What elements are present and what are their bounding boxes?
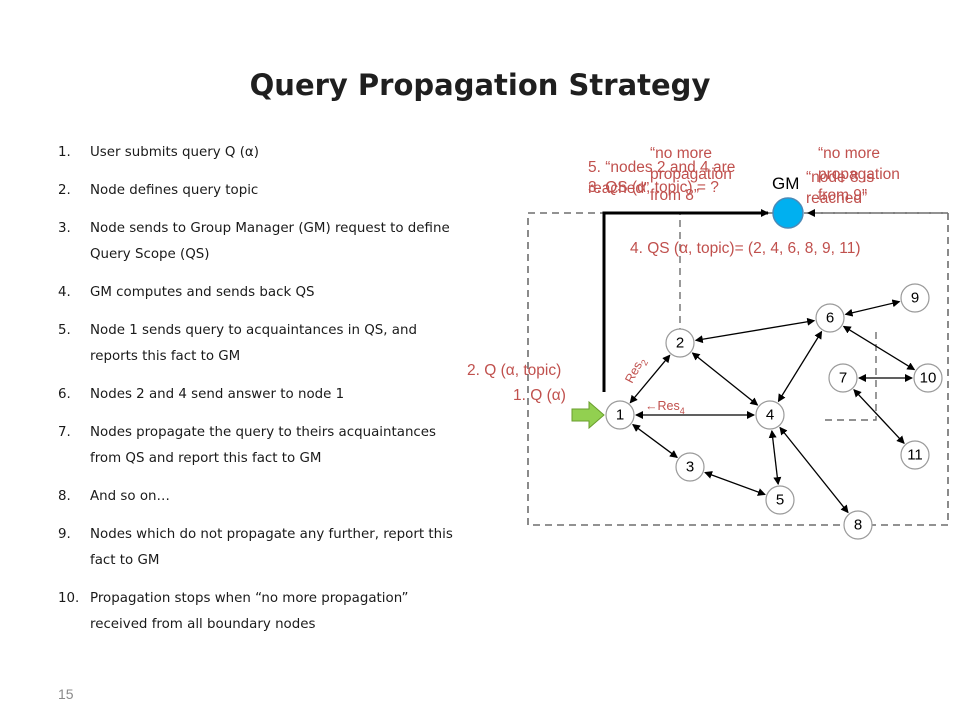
slide-title: Query Propagation Strategy: [249, 68, 711, 102]
step-item: 5. Node 1 sends query to acquaintances in…: [58, 318, 458, 370]
step-number: 3.: [58, 221, 71, 236]
step-number: 5.: [58, 323, 71, 338]
annotation-query: 1. Q (α): [513, 387, 566, 404]
step-text: GM computes and sends back QS: [90, 285, 315, 300]
query-entry-arrow: [571, 400, 605, 430]
node-circle: [765, 485, 795, 515]
step-number: 8.: [58, 489, 71, 504]
edge-6-9: [844, 299, 901, 317]
graph-node-1: 1: [605, 400, 635, 430]
gm-label: GM: [772, 174, 799, 193]
step-text: Node sends to Group Manager (GM) request…: [90, 221, 450, 262]
page-number: 15: [58, 686, 74, 702]
res2-label: Res2: [622, 355, 650, 387]
graph-node-3: 3: [675, 452, 705, 482]
edge-1-2: [629, 354, 671, 404]
query-scope-boundary: [527, 212, 949, 526]
step-item: 7. Nodes propagate the query to theirs ac…: [58, 420, 458, 472]
node-label: 7: [839, 370, 847, 387]
steps-list: 1. User submits query Q (α) 2. Node define…: [58, 140, 458, 650]
node-circle: [675, 452, 705, 482]
annotation-query-topic: 2. Q (α, topic): [467, 362, 561, 379]
step-item: 2. Node defines query topic: [58, 178, 458, 204]
annotation-qs-response: 4. QS (α, topic)= (2, 4, 6, 8, 9, 11): [630, 240, 861, 257]
step-item: 10. Propagation stops when “no more propa…: [58, 586, 458, 638]
node-label: 5: [776, 492, 784, 509]
graph-node-7: 7: [828, 363, 858, 393]
graph-node-5: 5: [765, 485, 795, 515]
nodes-layer: 1 2 3 4 5 6 7 8 9 10 11: [605, 283, 943, 540]
node-circle: [828, 363, 858, 393]
step-item: 1. User submits query Q (α): [58, 140, 458, 166]
node-label: 9: [911, 290, 919, 307]
edge-2-4: [691, 352, 759, 406]
step-text: Node defines query topic: [90, 183, 259, 198]
edge-4-6: [777, 330, 823, 403]
graph-node-11: 11: [900, 440, 930, 470]
graph-node-8: 8: [843, 510, 873, 540]
edge-7-11: [853, 388, 905, 445]
step-item: 9. Nodes which do not propagate any furth…: [58, 522, 458, 574]
step-item: 3. Node sends to Group Manager (GM) reque…: [58, 216, 458, 268]
edge-2-6: [694, 317, 816, 344]
step-text: User submits query Q (α): [90, 145, 259, 160]
graph-node-9: 9: [900, 283, 930, 313]
step-number: 7.: [58, 425, 71, 440]
graph-node-2: 2: [665, 328, 695, 358]
step-number: 2.: [58, 183, 71, 198]
step-number: 6.: [58, 387, 71, 402]
edge-4-8: [779, 426, 849, 514]
node-circle: [900, 283, 930, 313]
step-text: Nodes propagate the query to theirs acqu…: [90, 425, 437, 466]
edge-3-5: [704, 471, 766, 496]
step-item: 8. And so on…: [58, 484, 458, 510]
edges-layer: [629, 299, 916, 514]
node-label: 6: [826, 310, 834, 327]
node-circle: [605, 400, 635, 430]
graph-node-10: 10: [913, 363, 943, 393]
node-label: 4: [766, 407, 774, 424]
node-label: 2: [676, 335, 684, 352]
node-label: 8: [854, 517, 862, 534]
res4-label: ←Res4: [645, 399, 685, 416]
step-text: Node 1 sends query to acquaintances in Q…: [90, 323, 417, 364]
edge-1-3: [632, 423, 678, 459]
step-number: 9.: [58, 527, 71, 542]
step-item: 4. GM computes and sends back QS: [58, 280, 458, 306]
step-text: Nodes 2 and 4 send answer to node 1: [90, 387, 345, 402]
annotation-qs-request: 3. QS (α, topic) = ?: [588, 179, 719, 196]
node-circle: [900, 440, 930, 470]
node-circle: [815, 303, 845, 333]
node-label: 10: [920, 370, 937, 387]
step-number: 10.: [58, 591, 80, 606]
node-circle: [913, 363, 943, 393]
qs-request-path: [602, 209, 769, 392]
node-label: 1: [616, 407, 624, 424]
node-circle: [755, 400, 785, 430]
graph-node-6: 6: [815, 303, 845, 333]
step-item: 6. Nodes 2 and 4 send answer to node 1: [58, 382, 458, 408]
step-number: 4.: [58, 285, 71, 300]
step-text: Propagation stops when “no more propagat…: [90, 591, 409, 632]
node-label: 3: [686, 459, 694, 476]
group-manager-node: [772, 197, 804, 229]
node-label: 11: [907, 447, 923, 464]
step-text: Nodes which do not propagate any further…: [90, 527, 453, 568]
step-text: And so on…: [90, 489, 170, 504]
node-circle: [843, 510, 873, 540]
node-circle: [665, 328, 695, 358]
edge-6-10: [842, 325, 916, 371]
graph-node-4: 4: [755, 400, 785, 430]
edge-4-5: [768, 429, 782, 486]
step-number: 1.: [58, 145, 71, 160]
